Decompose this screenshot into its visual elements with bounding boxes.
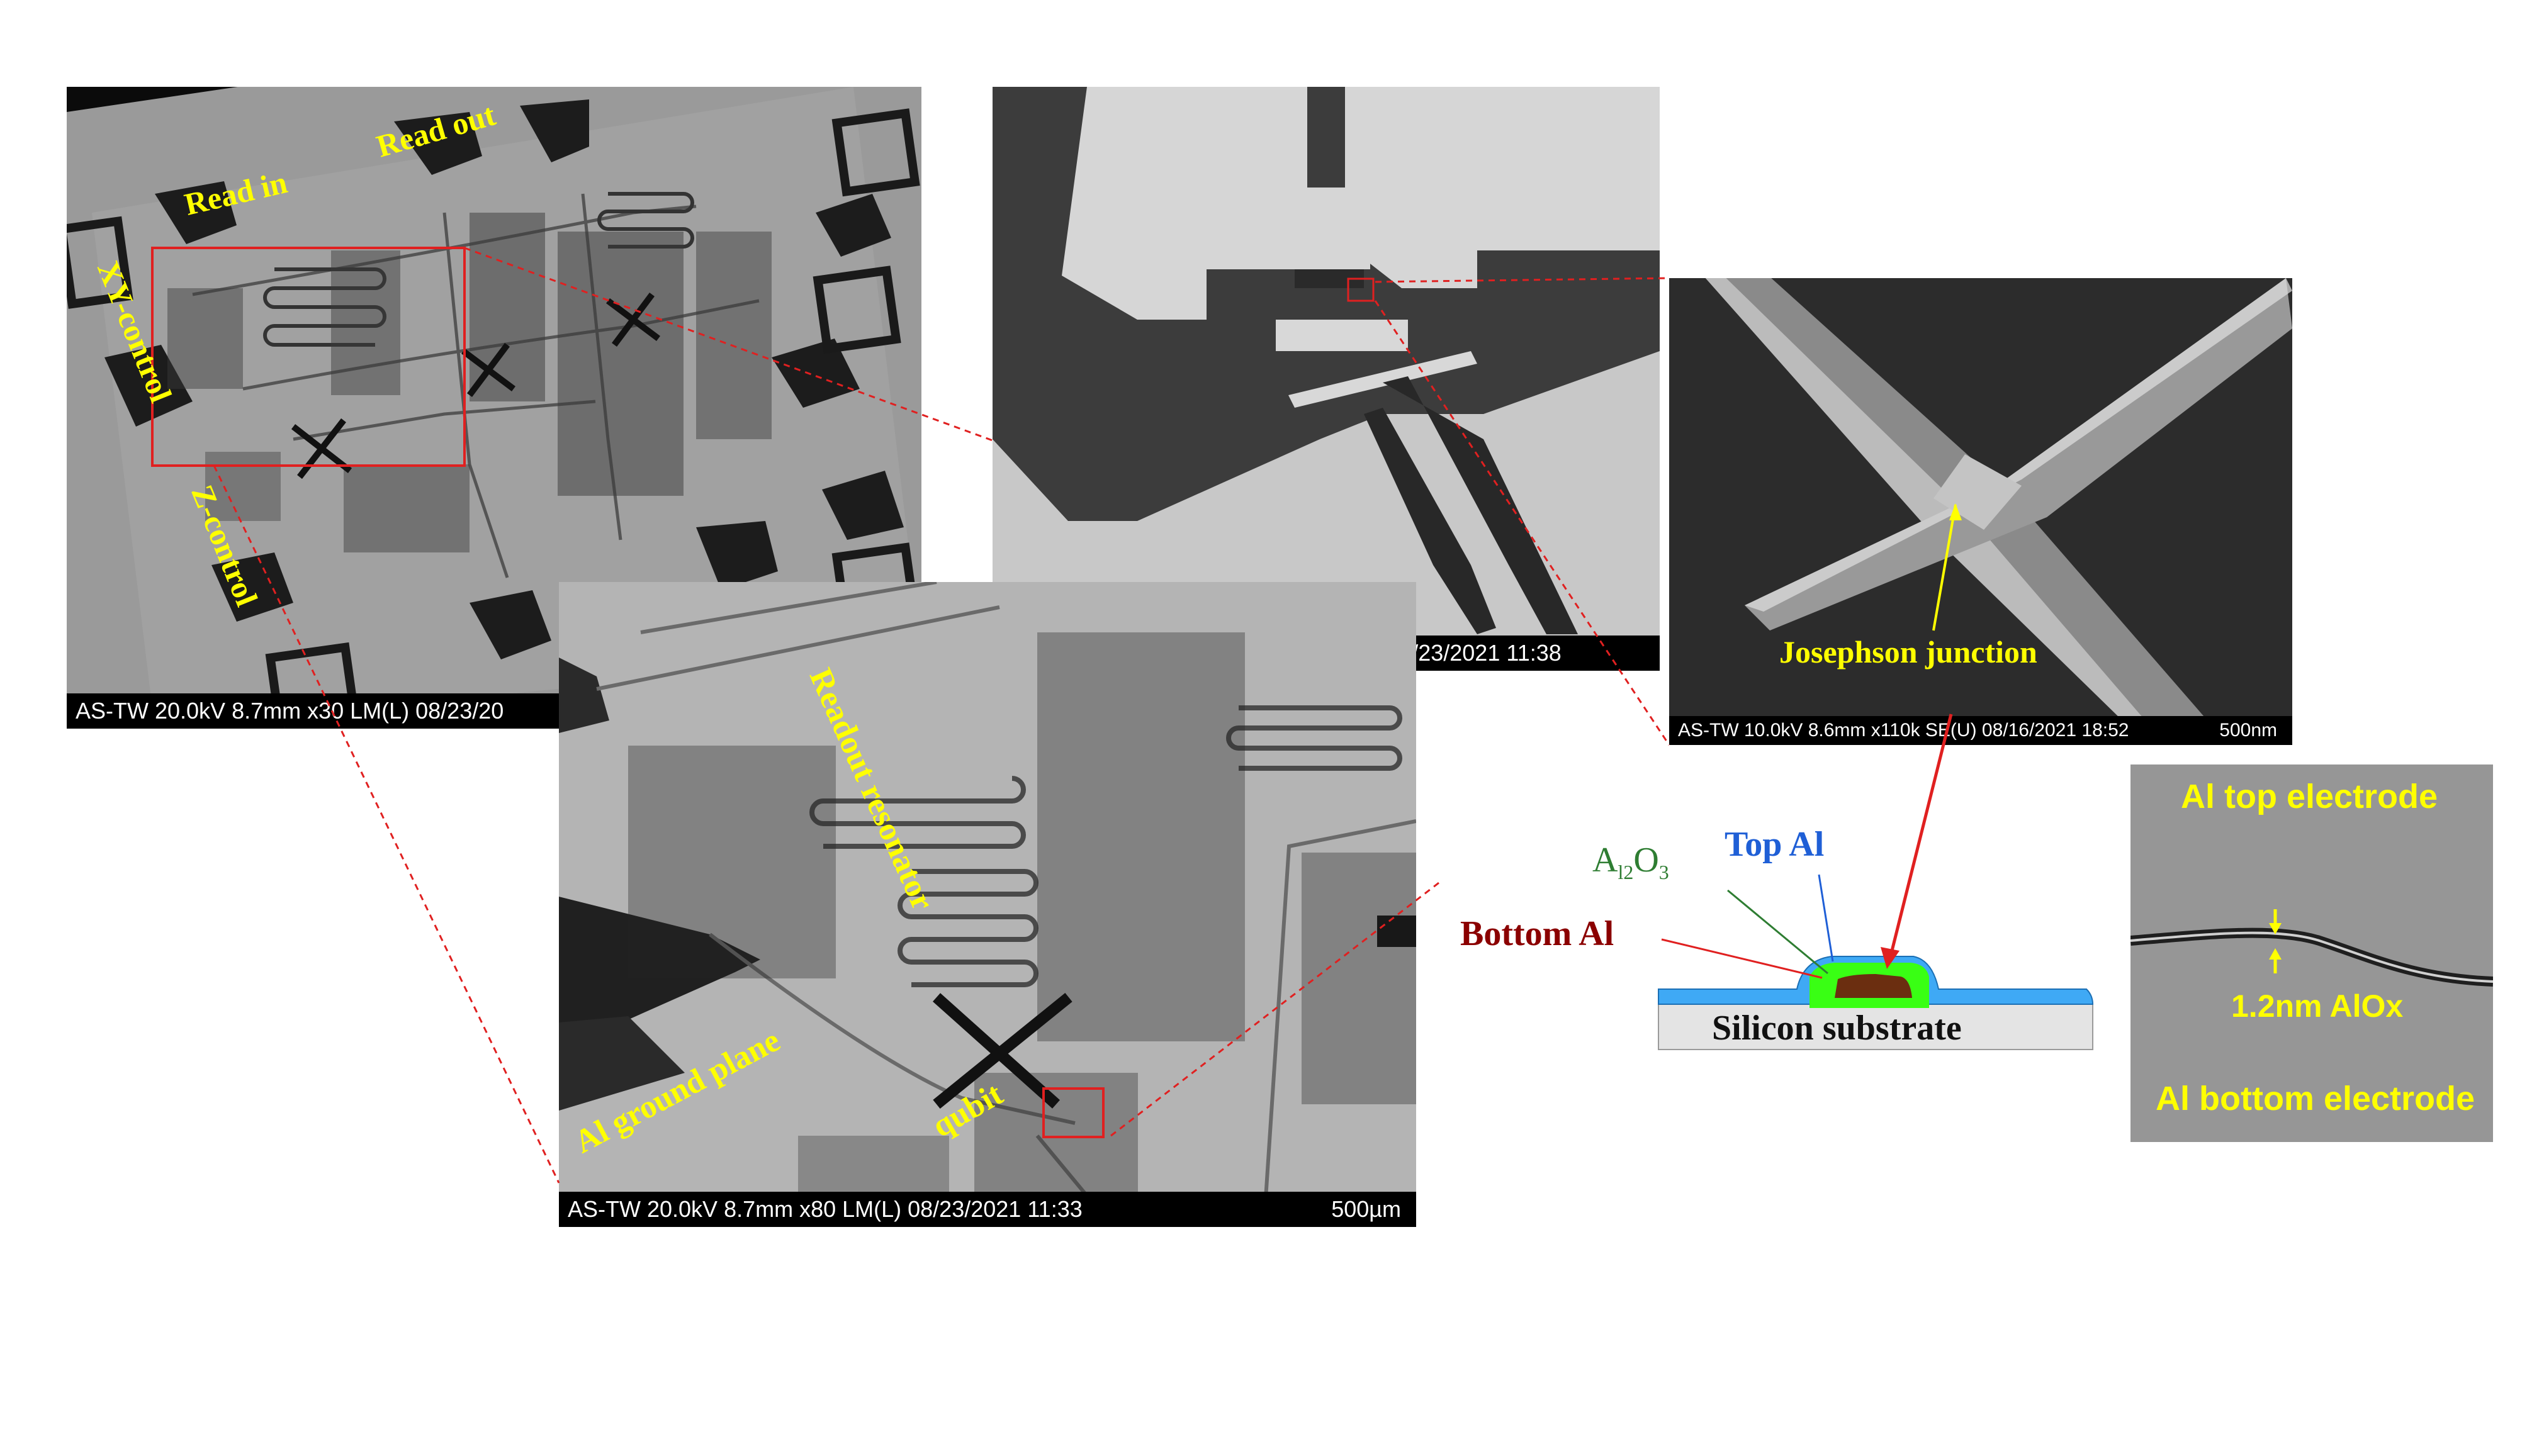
junction-region-image: [993, 87, 1660, 671]
cross-section-layers: [1658, 874, 2094, 1050]
sem-info-bar: AS-TW 10.0kV 8.6mm x110k SE(U) 08/16/202…: [1669, 716, 2292, 745]
zoomed-chip-image: [559, 582, 1416, 1227]
al-top-electrode-label: Al top electrode: [2181, 778, 2438, 815]
al2o3-o: O: [1633, 841, 1659, 880]
tem-panel: Al top electrode 1.2nm AlOx Al bottom el…: [2130, 764, 2493, 1142]
bottom-al-label: Bottom Al: [1460, 914, 1614, 953]
al2o3-sub-l2: l2: [1618, 861, 1634, 884]
alox-thickness-label: 1.2nm AlOx: [2231, 988, 2404, 1024]
sem-info-bar: AS-TW 20.0kV 8.7mm x80 LM(L) 08/23/2021 …: [559, 1192, 1416, 1227]
silicon-substrate-label: Silicon substrate: [1712, 1009, 1962, 1048]
sem-metadata: AS-TW 20.0kV 8.7mm x80 LM(L) 08/23/2021 …: [568, 1196, 1083, 1222]
scale-label: 500nm: [2219, 720, 2277, 741]
sem-zoom-panel: Readout resonator Al ground plane qubit …: [559, 582, 1416, 1227]
scale-label: 500µm: [1331, 1196, 1401, 1222]
top-al-label: Top Al: [1725, 825, 1825, 864]
junction-closeup-image: [1669, 278, 2292, 745]
al-bottom-electrode-label: Al bottom electrode: [2156, 1080, 2475, 1117]
cross-section-diagram: Al2O3 Top Al Bottom Al Silicon substrate: [1448, 812, 2115, 1057]
josephson-junction-label: Josephson junction: [1779, 634, 2037, 669]
sem-junction-panel: Josephson junction AS-TW 10.0kV 8.6mm x1…: [1669, 278, 2292, 745]
sem-metadata: AS-TW 20.0kV 8.7mm x30 LM(L) 08/23/20: [76, 698, 504, 724]
al2o3-a: A: [1592, 841, 1618, 880]
tem-image: [2130, 764, 2493, 1142]
sem-metadata: AS-TW 10.0kV 8.6mm x110k SE(U) 08/16/202…: [1678, 720, 2129, 741]
red-arrow-to-cross-section: [1881, 714, 1953, 969]
al2o3-label: Al2O3: [1592, 840, 1669, 884]
al2o3-sub-3: 3: [1658, 861, 1669, 884]
